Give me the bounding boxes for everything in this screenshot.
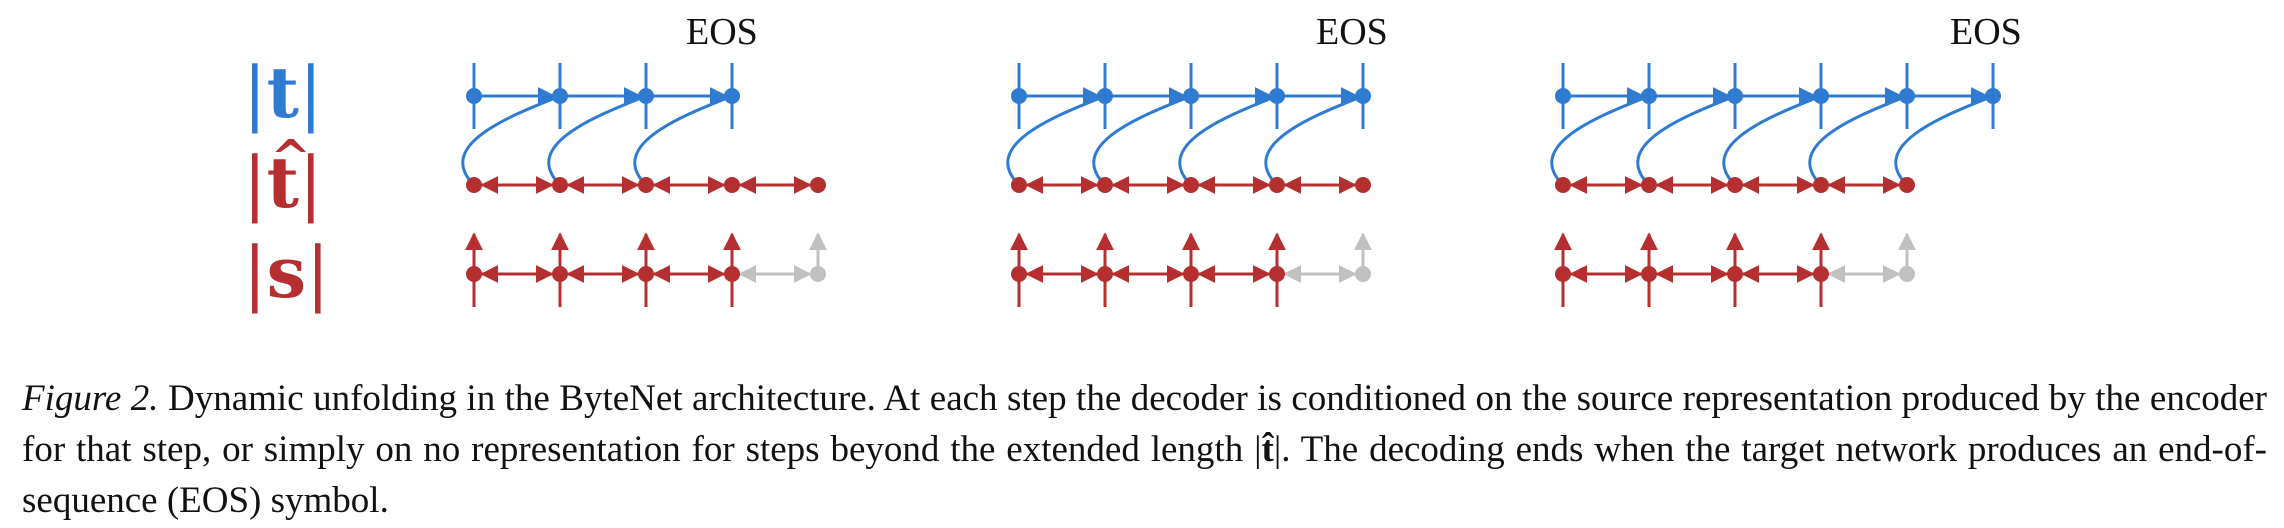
decoder-to-target-curve xyxy=(1178,94,1278,187)
eos-label-panel-1: EOS xyxy=(686,11,758,53)
target-node xyxy=(552,88,568,104)
row-label-bar: | xyxy=(243,142,267,224)
caption-text-1: Dynamic unfolding in the ByteNet archite… xyxy=(22,378,2267,470)
decoder-to-target-curve xyxy=(1636,94,1736,187)
source-node xyxy=(1011,266,1027,282)
target-node xyxy=(1813,88,1829,104)
source-node xyxy=(810,266,826,282)
decoder-to-target-curve xyxy=(461,94,561,187)
row-label-symbol: t xyxy=(266,51,299,134)
decoder-node xyxy=(552,177,568,193)
source-node xyxy=(1641,266,1657,282)
decoder-node xyxy=(1011,177,1027,193)
decoder-node xyxy=(1183,177,1199,193)
source-node xyxy=(1555,266,1571,282)
caption-text-2: |. The decoding ends when the target net… xyxy=(22,429,2268,521)
target-node xyxy=(1183,88,1199,104)
caption-math-symbol: t̂ xyxy=(1261,429,1274,470)
target-node xyxy=(1985,88,2001,104)
caption-figure-label: Figure 2. xyxy=(22,378,159,419)
row-label-source: |s| xyxy=(243,238,330,309)
decoder-node xyxy=(1269,177,1285,193)
decoder-to-target-curve xyxy=(1006,94,1106,187)
row-label-bar: | xyxy=(298,142,323,224)
target-node xyxy=(1555,88,1571,104)
decoder-node xyxy=(810,177,826,193)
eos-label-panel-3: EOS xyxy=(1950,11,2022,53)
source-node xyxy=(552,266,568,282)
target-node xyxy=(466,88,482,104)
target-node xyxy=(638,88,654,104)
decoder-to-target-curve xyxy=(1550,94,1650,187)
decoder-node xyxy=(1555,177,1571,193)
source-node xyxy=(1269,266,1285,282)
decoder-node xyxy=(724,177,740,193)
decoder-node xyxy=(1097,177,1113,193)
row-label-decoder: |t^| xyxy=(243,134,323,218)
decoder-to-target-curve xyxy=(1722,94,1822,187)
decoder-to-target-curve xyxy=(1092,94,1192,187)
source-node xyxy=(466,266,482,282)
decoder-to-target-curve xyxy=(1264,94,1364,187)
source-node xyxy=(1097,266,1113,282)
decoder-node xyxy=(1727,177,1743,193)
source-node xyxy=(1899,266,1915,282)
decoder-node xyxy=(638,177,654,193)
target-node xyxy=(1641,88,1657,104)
target-node xyxy=(724,88,740,104)
hat-accent: ^ xyxy=(270,130,311,186)
bytenet-unfolding-figure: |t| |t^| |s| EOS EOS EOS xyxy=(243,11,2022,309)
row-label-symbol-text: t xyxy=(266,141,299,224)
figure-caption: Figure 2. Dynamic unfolding in the ByteN… xyxy=(22,373,2267,526)
decoder-to-target-curve xyxy=(1894,94,1994,187)
row-label-symbol: t^ xyxy=(267,134,311,218)
target-node xyxy=(1097,88,1113,104)
decoder-to-target-curve xyxy=(547,94,647,187)
decoder-node xyxy=(1355,177,1371,193)
row-label-bar: | xyxy=(306,232,330,314)
row-label-bar: | xyxy=(243,52,267,134)
row-label-bar: | xyxy=(298,52,323,134)
target-node xyxy=(1269,88,1285,104)
source-node xyxy=(1355,266,1371,282)
source-node xyxy=(638,266,654,282)
row-label-symbol: s xyxy=(266,231,307,314)
decoder-to-target-curve xyxy=(633,94,733,187)
decoder-node xyxy=(466,177,482,193)
source-node xyxy=(724,266,740,282)
decoder-node xyxy=(1813,177,1829,193)
target-node xyxy=(1899,88,1915,104)
unfolding-diagram-svg xyxy=(461,63,2001,307)
decoder-to-target-curve xyxy=(1808,94,1908,187)
target-node xyxy=(1355,88,1371,104)
row-label-target: |t| xyxy=(243,58,323,129)
eos-label-panel-2: EOS xyxy=(1316,11,1388,53)
source-node xyxy=(1183,266,1199,282)
target-node xyxy=(1011,88,1027,104)
decoder-node xyxy=(1641,177,1657,193)
source-node xyxy=(1813,266,1829,282)
target-node xyxy=(1727,88,1743,104)
row-label-bar: | xyxy=(243,232,267,314)
source-node xyxy=(1727,266,1743,282)
decoder-node xyxy=(1899,177,1915,193)
